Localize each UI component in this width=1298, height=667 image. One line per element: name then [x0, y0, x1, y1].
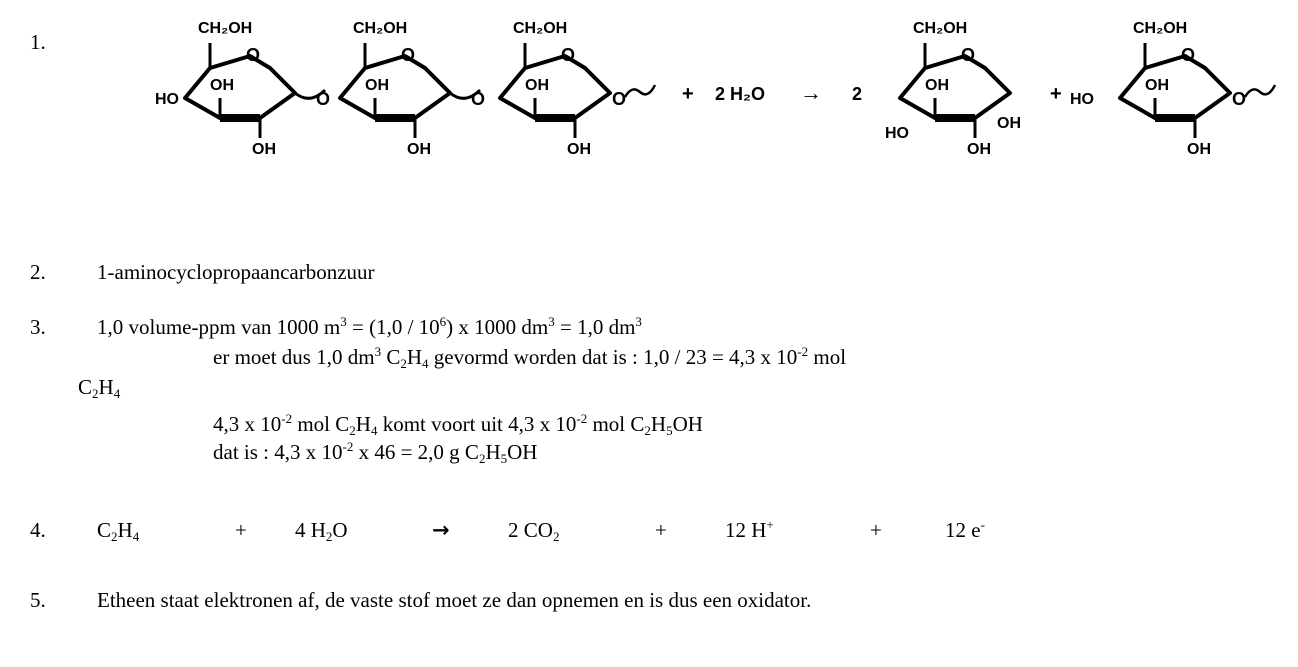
calc-line-4: 4,3 x 10-2 mol C2H4 komt voort uit 4,3 x…: [213, 411, 703, 438]
ring1-ch2oh: CH₂OH: [198, 20, 252, 37]
plus-2: +: [1050, 83, 1062, 105]
plus-1: +: [682, 83, 694, 105]
ring3-oh: OH: [525, 77, 549, 94]
ring5-o: O: [1181, 45, 1195, 65]
ring5-ch2oh: CH₂OH: [1133, 20, 1187, 37]
item-5-text: Etheen staat elektronen af, de vaste sto…: [97, 588, 812, 612]
water: 2 H₂O: [715, 84, 765, 104]
ring3-oh-bottom: OH: [567, 141, 591, 158]
half-reaction: C2H4 + 4 H2O → 2 CO2 + 12 H+ + 12 e-: [0, 518, 1298, 548]
glucose-ring-chain: CH₂OH O OH HO OH: [1070, 20, 1230, 158]
item-3-number: 3.: [30, 315, 46, 339]
link-o-1: O: [316, 89, 330, 109]
item-1-number: 1.: [30, 30, 46, 54]
hydrolysis-scheme: CH₂OH O OH HO OH O CH₂OH O OH OH O CH₂OH…: [155, 20, 1277, 158]
water-term: 4 H2O: [295, 518, 348, 544]
ring2-oh: OH: [365, 77, 389, 94]
tail-o-1: O: [612, 89, 626, 109]
ring4-ho: HO: [885, 125, 909, 142]
ring5-oh-bottom: OH: [1187, 141, 1211, 158]
ring5-ho: HO: [1070, 91, 1094, 108]
calc-line-3: C2H4: [78, 375, 121, 401]
calc-line-1: 1,0 volume-ppm van 1000 m3 = (1,0 / 106)…: [97, 314, 642, 339]
ring2-o: O: [401, 45, 415, 65]
ring4-o: O: [961, 45, 975, 65]
ring1-o: O: [246, 45, 260, 65]
item-4-number: 4.: [30, 518, 46, 542]
link-o-2: O: [471, 89, 485, 109]
ring2-oh-bottom: OH: [407, 141, 431, 158]
ring3-ch2oh: CH₂OH: [513, 20, 567, 37]
electron-term: 12 e-: [945, 517, 985, 542]
reaction-arrow: →: [800, 80, 822, 105]
coefficient-2: 2: [852, 84, 862, 104]
ring1-oh-bottom: OH: [252, 141, 276, 158]
glucose-ring-1: CH₂OH O OH HO OH: [155, 20, 295, 158]
reaction-arrow-4: →: [432, 518, 450, 542]
item-2-text: 1-aminocyclopropaancarbonzuur: [97, 260, 375, 284]
ethene-term: C2H4: [97, 518, 140, 544]
item-2-number: 2.: [30, 260, 46, 284]
ring1-oh: OH: [210, 77, 234, 94]
calc-line-5: dat is : 4,3 x 10-2 x 46 = 2,0 g C2H5OH: [213, 439, 538, 466]
co2-term: 2 CO2: [508, 518, 560, 544]
tail-o-2: O: [1232, 89, 1246, 109]
plus-b: +: [655, 518, 667, 542]
ring5-oh: OH: [1145, 77, 1169, 94]
glucose-ring-3: CH₂OH O OH OH: [500, 20, 610, 158]
ring4-ch2oh: CH₂OH: [913, 20, 967, 37]
glucose-ring-product: CH₂OH O OH HO OH OH: [885, 20, 1021, 158]
ring4-oh-bottom: OH: [967, 141, 991, 158]
ring3-o: O: [561, 45, 575, 65]
plus-a: +: [235, 518, 247, 542]
ring2-ch2oh: CH₂OH: [353, 20, 407, 37]
ring4-oh-right: OH: [997, 115, 1021, 132]
glucose-ring-2: CH₂OH O OH OH: [340, 20, 450, 158]
ring1-ho: HO: [155, 91, 179, 108]
item-5-number: 5.: [30, 588, 46, 612]
ring4-oh: OH: [925, 77, 949, 94]
proton-term: 12 H+: [725, 517, 774, 542]
calc-line-2: er moet dus 1,0 dm3 C2H4 gevormd worden …: [213, 344, 847, 371]
plus-c: +: [870, 518, 882, 542]
